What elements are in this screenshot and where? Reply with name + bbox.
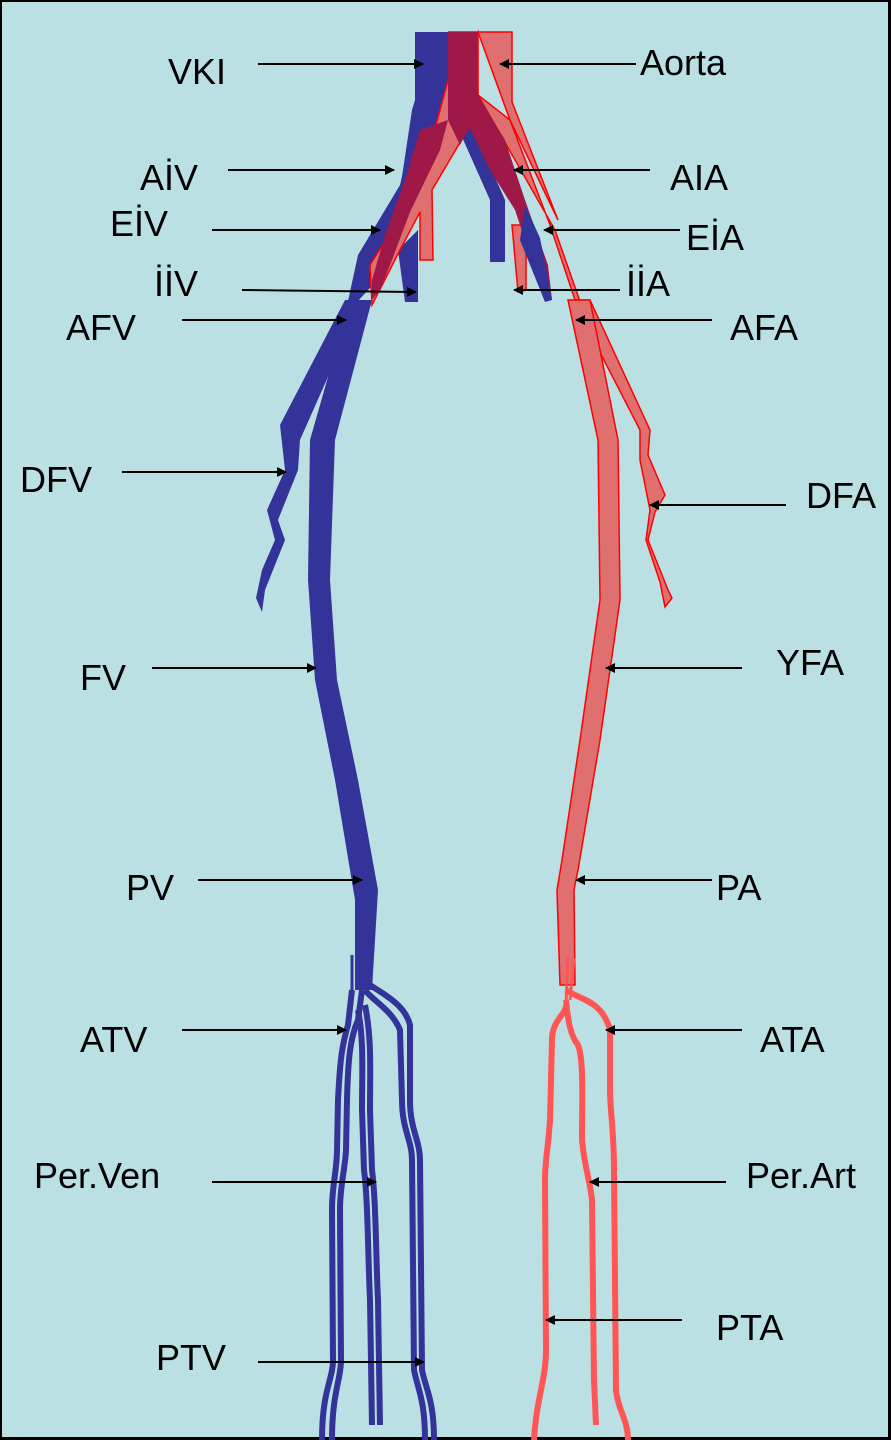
label-pta: PTA (716, 1307, 783, 1348)
label-ata: ATA (760, 1019, 825, 1060)
label-atv: ATV (80, 1019, 147, 1060)
label-dfa: DFA (806, 475, 876, 516)
label-aia: AIA (670, 157, 728, 198)
label-afa: AFA (730, 307, 798, 348)
popliteal-artery-thin (566, 955, 568, 1005)
label-aiv: AİV (140, 157, 198, 198)
label-vki: VKI (168, 51, 226, 92)
label-pv: PV (126, 867, 174, 908)
label-afv: AFV (66, 307, 136, 348)
label-pa: PA (716, 867, 761, 908)
label-ptv: PTV (156, 1337, 226, 1378)
label-fv: FV (80, 657, 126, 698)
label-eiv: EİV (110, 203, 168, 244)
label-aorta: Aorta (640, 42, 727, 83)
label-perven: Per.Ven (34, 1155, 160, 1196)
label-eia: EİA (686, 217, 744, 258)
label-yfa: YFA (776, 642, 844, 683)
label-perart: Per.Art (746, 1155, 856, 1196)
label-dfv: DFV (20, 459, 92, 500)
label-iiv: İİV (154, 263, 198, 304)
label-iia: İİA (626, 263, 670, 304)
